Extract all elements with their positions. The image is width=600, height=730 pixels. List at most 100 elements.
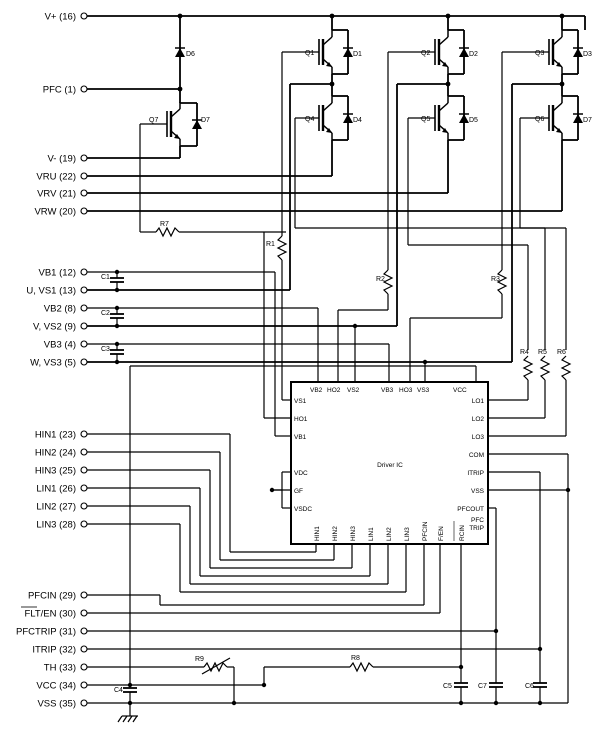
pin-label: HIN2 (24) <box>35 448 76 459</box>
ic-pin-pfc: PFC <box>471 517 484 524</box>
label-c6: C6 <box>525 683 534 690</box>
power-stage <box>139 16 586 362</box>
pin-label: HIN3 (25) <box>35 466 76 477</box>
pin-terminal <box>80 681 88 689</box>
label-q2: Q2 <box>421 50 430 57</box>
connector-pins: V+ (16)PFC (1)V- (19)VRU (22)VRV (21)VRW… <box>16 12 88 710</box>
label-r2: R2 <box>376 276 385 283</box>
ic-pin-com: COM <box>469 452 484 459</box>
pin-terminal <box>80 85 88 93</box>
label-r8: R8 <box>351 655 360 662</box>
pin-terminal <box>80 430 88 438</box>
pin-terminal <box>80 207 88 215</box>
pin-label: VB1 (12) <box>39 268 77 279</box>
label-r1: R1 <box>266 241 275 248</box>
pin-terminal <box>80 484 88 492</box>
label-r6: R6 <box>557 349 566 356</box>
pin-label: VB2 (8) <box>44 304 76 315</box>
pin-terminal <box>80 12 88 20</box>
ic-pin-vsdc: VSDC <box>294 506 312 513</box>
pin-label: ITRIP (32) <box>32 645 76 656</box>
label-c5: C5 <box>443 683 452 690</box>
label-d6: D6 <box>186 51 195 58</box>
driver-ic <box>290 381 489 545</box>
pin-label: VSS (35) <box>37 699 76 710</box>
resistors <box>140 226 572 703</box>
label-d1: D1 <box>353 51 362 58</box>
pin-label: W, VS3 (5) <box>30 358 76 369</box>
label-c4: C4 <box>114 687 123 694</box>
pin-terminal <box>80 172 88 180</box>
pin-terminal <box>80 466 88 474</box>
ic-pin-lin3: LIN3 <box>404 527 411 541</box>
pin-label: TH (33) <box>44 663 76 674</box>
ic-pin-lo3: LO3 <box>472 434 485 441</box>
pin-label: LIN3 (28) <box>36 520 76 531</box>
label-c2: C2 <box>101 310 110 317</box>
ic-pin-vss: VSS <box>471 488 485 495</box>
pin-label: PFC (1) <box>43 85 76 96</box>
label-q1: Q1 <box>305 50 314 57</box>
label-q4: Q4 <box>305 116 314 123</box>
ic-pin-vb1: VB1 <box>294 434 307 441</box>
label-r4: R4 <box>520 349 529 356</box>
label-q7: Q7 <box>149 117 158 124</box>
ic-pin-fen: F/EN <box>438 526 445 541</box>
ic-pin-itrip: ITRIP <box>467 470 484 477</box>
ic-pin-vcc: VCC <box>453 387 467 394</box>
pin-label: VCC (34) <box>36 681 76 692</box>
pin-terminal <box>80 627 88 635</box>
label-q3: Q3 <box>535 50 544 57</box>
pin-terminal <box>80 699 88 707</box>
ic-title: Driver IC <box>377 462 403 469</box>
pin-label: V+ (16) <box>45 12 76 23</box>
pin-label: V- (19) <box>47 154 76 165</box>
ic-pin-lin1: LIN1 <box>368 527 375 541</box>
label-d6b: D7 <box>583 117 592 124</box>
pin-terminal <box>80 358 88 366</box>
pin-terminal <box>80 304 88 312</box>
component-labels: D6 Q7 D7 Q1 D1 Q4 D4 Q2 D2 Q5 D5 Q3 D3 Q… <box>101 50 592 694</box>
pin-label: U, VS1 (13) <box>26 286 76 297</box>
pin-terminal <box>80 322 88 330</box>
ic-pin-ho1: HO1 <box>294 416 308 423</box>
pin-label: V, VS2 (9) <box>33 322 76 333</box>
ic-pin-pfcin: PFCIN <box>422 521 429 541</box>
ic-pin-hin3: HIN3 <box>350 526 357 541</box>
ic-labels: Driver IC VB2 HO2 VS2 VB3 HO3 VS3 VCC VS… <box>294 387 485 541</box>
label-c3: C3 <box>101 346 110 353</box>
wiring <box>84 15 585 704</box>
label-c7: C7 <box>478 683 487 690</box>
label-d3: D3 <box>583 51 592 58</box>
pin-terminal <box>80 591 88 599</box>
label-d4: D4 <box>353 117 362 124</box>
pin-terminal <box>80 286 88 294</box>
ic-pin-pfcout: PFCOUT <box>457 506 484 513</box>
label-r7: R7 <box>160 221 169 228</box>
ic-pin-lo1: LO1 <box>472 398 485 405</box>
junction-dots <box>114 13 571 706</box>
ic-pin-vb3: VB3 <box>381 387 394 394</box>
ic-pin-vs1: VS1 <box>294 398 307 405</box>
pin-terminal <box>80 340 88 348</box>
pin-terminal <box>80 645 88 653</box>
pin-label: VRV (21) <box>37 189 76 200</box>
pin-terminal <box>80 189 88 197</box>
label-r5: R5 <box>538 349 547 356</box>
ic-pin-ho2: HO2 <box>327 387 341 394</box>
ic-pin-gf: GF <box>294 488 303 495</box>
capacitors <box>110 272 547 723</box>
label-d7: D7 <box>201 117 210 124</box>
pin-label: PFCTRIP (31) <box>16 627 76 638</box>
pin-label: VB3 (4) <box>44 340 76 351</box>
label-q6: Q6 <box>535 116 544 123</box>
ic-pin-hin1: HIN1 <box>314 526 321 541</box>
label-q5: Q5 <box>421 116 430 123</box>
pin-terminal <box>80 154 88 162</box>
pin-label: HIN1 (23) <box>35 430 76 441</box>
pin-terminal <box>80 448 88 456</box>
pin-terminal <box>80 520 88 528</box>
ic-pin-ho3: HO3 <box>399 387 413 394</box>
pin-terminal <box>80 663 88 671</box>
